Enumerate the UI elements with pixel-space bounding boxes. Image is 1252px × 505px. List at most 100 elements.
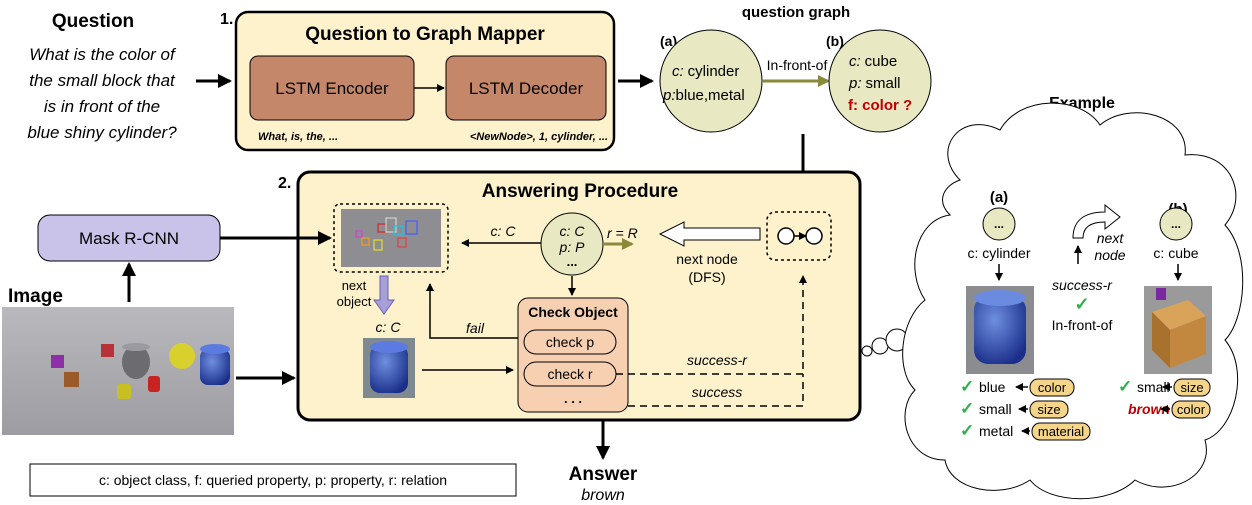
dfs-label: (DFS) bbox=[688, 269, 725, 285]
question-line-2: the small block that bbox=[29, 71, 176, 90]
graph-mini-frame bbox=[766, 211, 832, 261]
question-graph-title: question graph bbox=[742, 4, 850, 21]
example-b-value-2: brown bbox=[1128, 401, 1170, 417]
check-mark-icon: ✓ bbox=[960, 377, 974, 396]
question-line-1: What is the color of bbox=[29, 45, 177, 64]
example-node-a bbox=[982, 207, 1016, 241]
graph-node-a-props: p:blue,metal bbox=[662, 87, 745, 104]
example-b-pill-1 bbox=[1173, 378, 1211, 397]
example-success-r: success-r bbox=[1052, 277, 1113, 293]
example-cloud bbox=[902, 102, 1244, 500]
graph-node-b-tag: (b) bbox=[826, 33, 844, 49]
next-object-label-2: object bbox=[337, 294, 372, 309]
next-object-label-1: next bbox=[342, 278, 367, 293]
example-tag-a: (a) bbox=[990, 189, 1008, 206]
fail-arrow bbox=[426, 283, 520, 339]
example-next-node-2: node bbox=[1094, 247, 1125, 263]
graph-node-a bbox=[659, 29, 763, 133]
next-node-label: next node bbox=[676, 251, 738, 267]
current-node-property: p: P bbox=[559, 239, 586, 255]
example-image-cylinder bbox=[966, 286, 1034, 374]
example-class-b: c: cube bbox=[1153, 245, 1198, 261]
example-b-pill-2 bbox=[1171, 400, 1211, 419]
answer-value: brown bbox=[581, 487, 625, 504]
example-a-value-2: small bbox=[979, 401, 1012, 417]
example-b-tag-1: size bbox=[1180, 380, 1203, 395]
graph-node-b-props: p:small bbox=[848, 75, 901, 92]
legend-text: c: object class, f: queried property, p:… bbox=[99, 472, 447, 488]
procedure-title: Answering Procedure bbox=[482, 181, 678, 202]
check-mark-icon: ✓ bbox=[1118, 377, 1132, 396]
question-line-3: is in front of the bbox=[44, 97, 160, 116]
success-arrow bbox=[628, 374, 804, 407]
decoder-tokens: <NewNode>, 1, cylinder, ... bbox=[470, 131, 608, 143]
encoder-tokens: What, is, the, ... bbox=[258, 131, 338, 143]
candidate-class-label: c: C bbox=[376, 319, 402, 335]
example-a-pill-1 bbox=[1029, 378, 1075, 397]
graph-node-b-query: f: color ? bbox=[848, 97, 912, 114]
procedure-step-number: 2. bbox=[278, 175, 291, 192]
example-a-value-1: blue bbox=[979, 379, 1006, 395]
example-relation-check-icon: ✓ bbox=[1074, 294, 1089, 314]
detections-frame bbox=[333, 203, 449, 273]
legend-box bbox=[29, 463, 517, 497]
example-a-pill-3 bbox=[1031, 422, 1091, 441]
mapper-title: Question to Graph Mapper bbox=[305, 24, 545, 45]
example-a-tag-1: color bbox=[1038, 380, 1067, 395]
example-a-tag-2: size bbox=[1037, 402, 1060, 417]
example-image-cube bbox=[1144, 286, 1212, 374]
current-node-class: c: C bbox=[560, 223, 586, 239]
detections-image bbox=[341, 209, 441, 267]
example-class-a: c: cylinder bbox=[967, 245, 1030, 261]
check-property-pill bbox=[523, 329, 617, 355]
arrow-class-label: c: C bbox=[491, 223, 517, 239]
example-node-a-text: ... bbox=[994, 217, 1004, 231]
question-heading: Question bbox=[52, 11, 134, 32]
graph-mini-node-a bbox=[777, 227, 795, 245]
graph-edge-label: In-front-of bbox=[767, 57, 828, 73]
check-property-label: check p bbox=[546, 334, 594, 350]
example-b-value-1: small bbox=[1137, 379, 1170, 395]
graph-node-a-class: c:cylinder bbox=[672, 63, 739, 80]
example-a-tag-3: material bbox=[1038, 424, 1084, 439]
check-mark-icon: ✓ bbox=[960, 399, 974, 418]
mask-rcnn-label: Mask R-CNN bbox=[79, 229, 179, 248]
candidate-object-image bbox=[363, 338, 415, 398]
graph-mini-node-b bbox=[805, 227, 823, 245]
example-node-b-text: ... bbox=[1171, 217, 1181, 231]
example-next-node-1: next bbox=[1097, 230, 1125, 246]
example-checks-a: ✓ blue color ✓ small size ✓ metal materi… bbox=[960, 377, 1091, 441]
success-r-label: success-r bbox=[687, 352, 748, 368]
example-a-value-3: metal bbox=[979, 423, 1013, 439]
thought-bubble-1 bbox=[861, 345, 873, 357]
answer-label: Answer bbox=[569, 464, 638, 485]
check-more: . . . bbox=[564, 391, 582, 406]
current-node-more: ... bbox=[567, 254, 578, 269]
lstm-encoder-label: LSTM Encoder bbox=[275, 79, 389, 98]
graph-node-a-tag: (a) bbox=[660, 33, 677, 49]
fail-label: fail bbox=[466, 320, 485, 336]
input-scene-image bbox=[2, 307, 234, 435]
question-text: What is the color of the small block tha… bbox=[27, 45, 177, 142]
next-object-arrow bbox=[373, 275, 395, 315]
example-next-node-arrow bbox=[1072, 203, 1121, 239]
example-b-tag-2: color bbox=[1177, 402, 1206, 417]
success-label: success bbox=[692, 384, 743, 400]
lstm-decoder-label: LSTM Decoder bbox=[469, 79, 584, 98]
example-relation: In-front-of bbox=[1052, 317, 1113, 333]
graph-node-b bbox=[828, 29, 932, 133]
graph-node-b-class: c:cube bbox=[849, 53, 897, 70]
image-label: Image bbox=[8, 286, 63, 307]
example-checks-b: ✓ small size brown color bbox=[1118, 377, 1211, 419]
example-a-pill-2 bbox=[1029, 400, 1069, 419]
relation-label: r = R bbox=[607, 225, 638, 241]
example-node-b bbox=[1159, 207, 1193, 241]
next-node-arrow bbox=[658, 221, 761, 247]
mapper-step-number: 1. bbox=[220, 11, 233, 28]
check-relation-label: check r bbox=[547, 366, 592, 382]
check-mark-icon: ✓ bbox=[960, 421, 974, 440]
lstm-decoder-box bbox=[445, 55, 607, 121]
check-object-title: Check Object bbox=[528, 304, 618, 320]
